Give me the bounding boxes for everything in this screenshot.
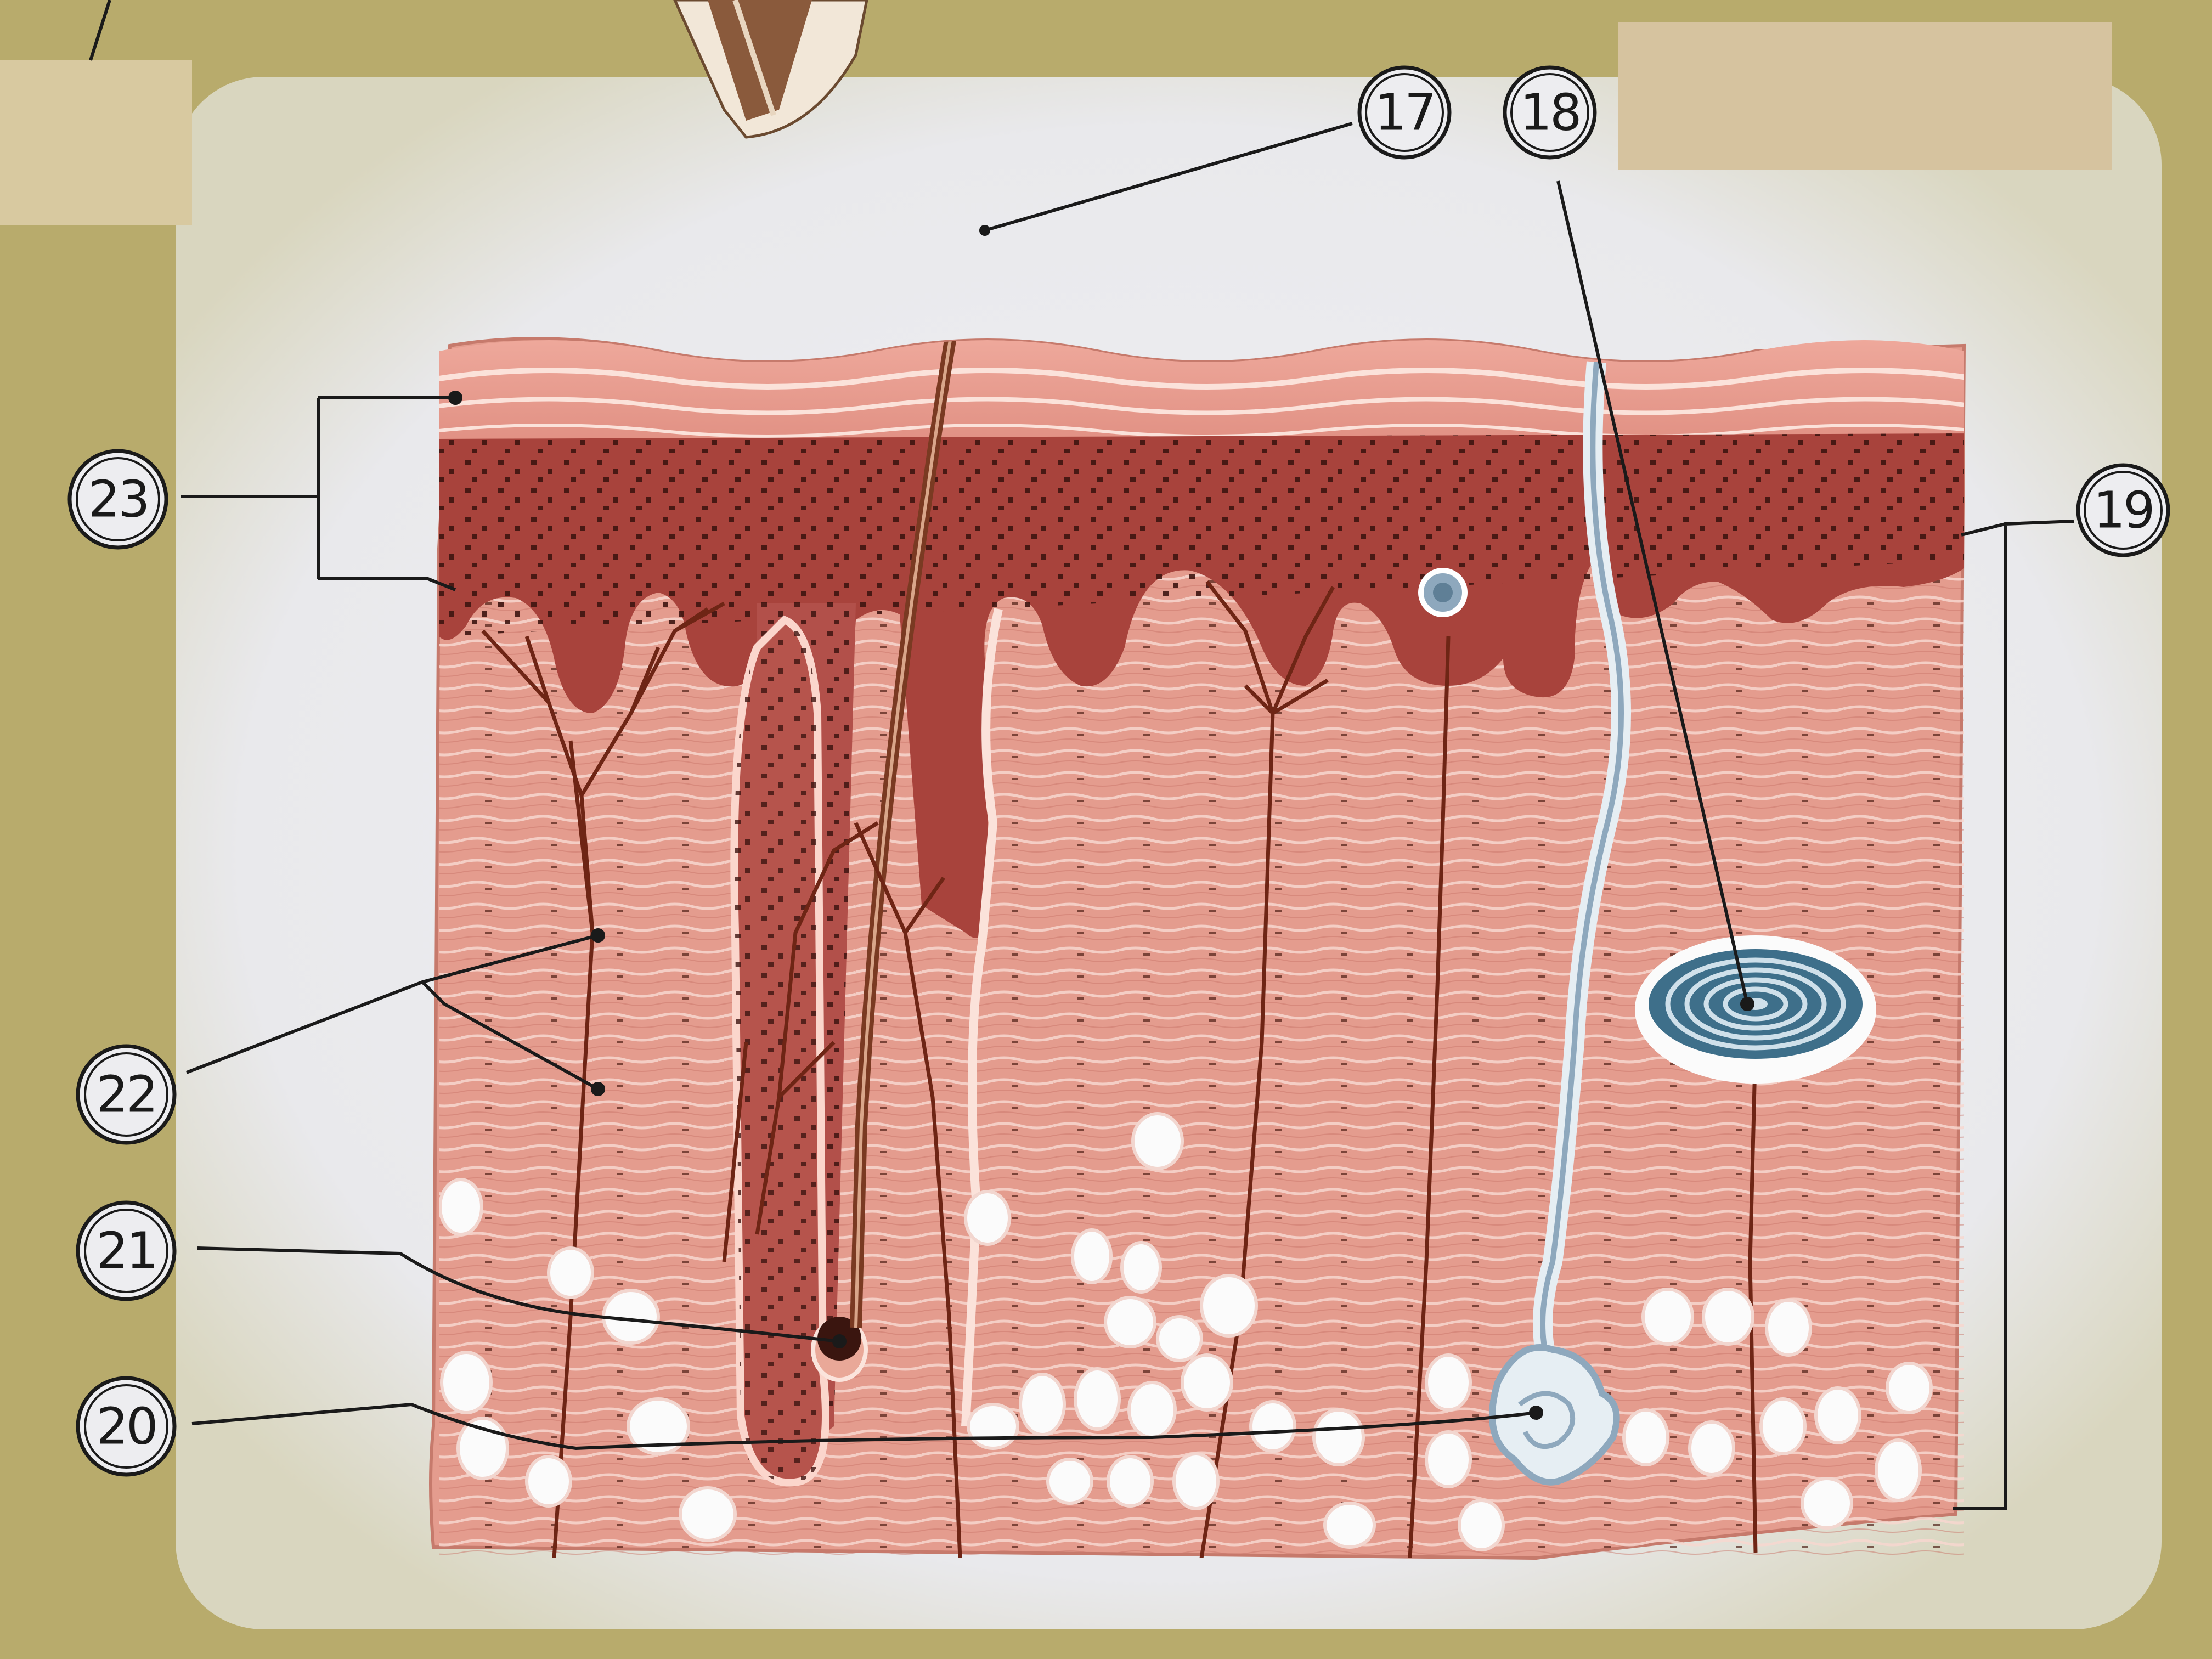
label-21: 21 [76, 1200, 177, 1301]
hair-shaft-fragment [673, 0, 868, 139]
label-20-text: 20 [96, 1397, 156, 1456]
leader-21 [197, 1246, 840, 1343]
top-left-leader-line [89, 0, 111, 61]
bracket-19 [1953, 520, 2074, 1510]
label-17-text: 17 [1374, 83, 1434, 142]
label-19-text: 19 [2093, 481, 2153, 540]
leader-22 [185, 934, 599, 1091]
leader-20 [191, 1402, 1537, 1451]
leader-18 [1556, 180, 1749, 1005]
fat-cells [439, 1112, 1933, 1551]
skin-block [429, 337, 1966, 1560]
sweat-gland [1489, 361, 1631, 1486]
pacinian-corpuscle [1635, 935, 1876, 1084]
leader-lines [181, 122, 2074, 1510]
label-20: 20 [76, 1376, 177, 1477]
label-21-text: 21 [96, 1222, 156, 1280]
leader-17 [984, 122, 1353, 232]
top-left-blank-tag [0, 60, 192, 225]
label-22-text: 22 [96, 1065, 156, 1124]
bracket-23 [181, 396, 456, 591]
label-19: 19 [2076, 463, 2170, 557]
label-22: 22 [76, 1044, 177, 1145]
label-17: 17 [1357, 65, 1452, 160]
label-18: 18 [1503, 65, 1597, 160]
label-23: 23 [67, 449, 168, 550]
top-right-blank-tag [1618, 22, 2112, 170]
label-23-text: 23 [88, 470, 148, 529]
label-18-text: 18 [1520, 83, 1579, 142]
